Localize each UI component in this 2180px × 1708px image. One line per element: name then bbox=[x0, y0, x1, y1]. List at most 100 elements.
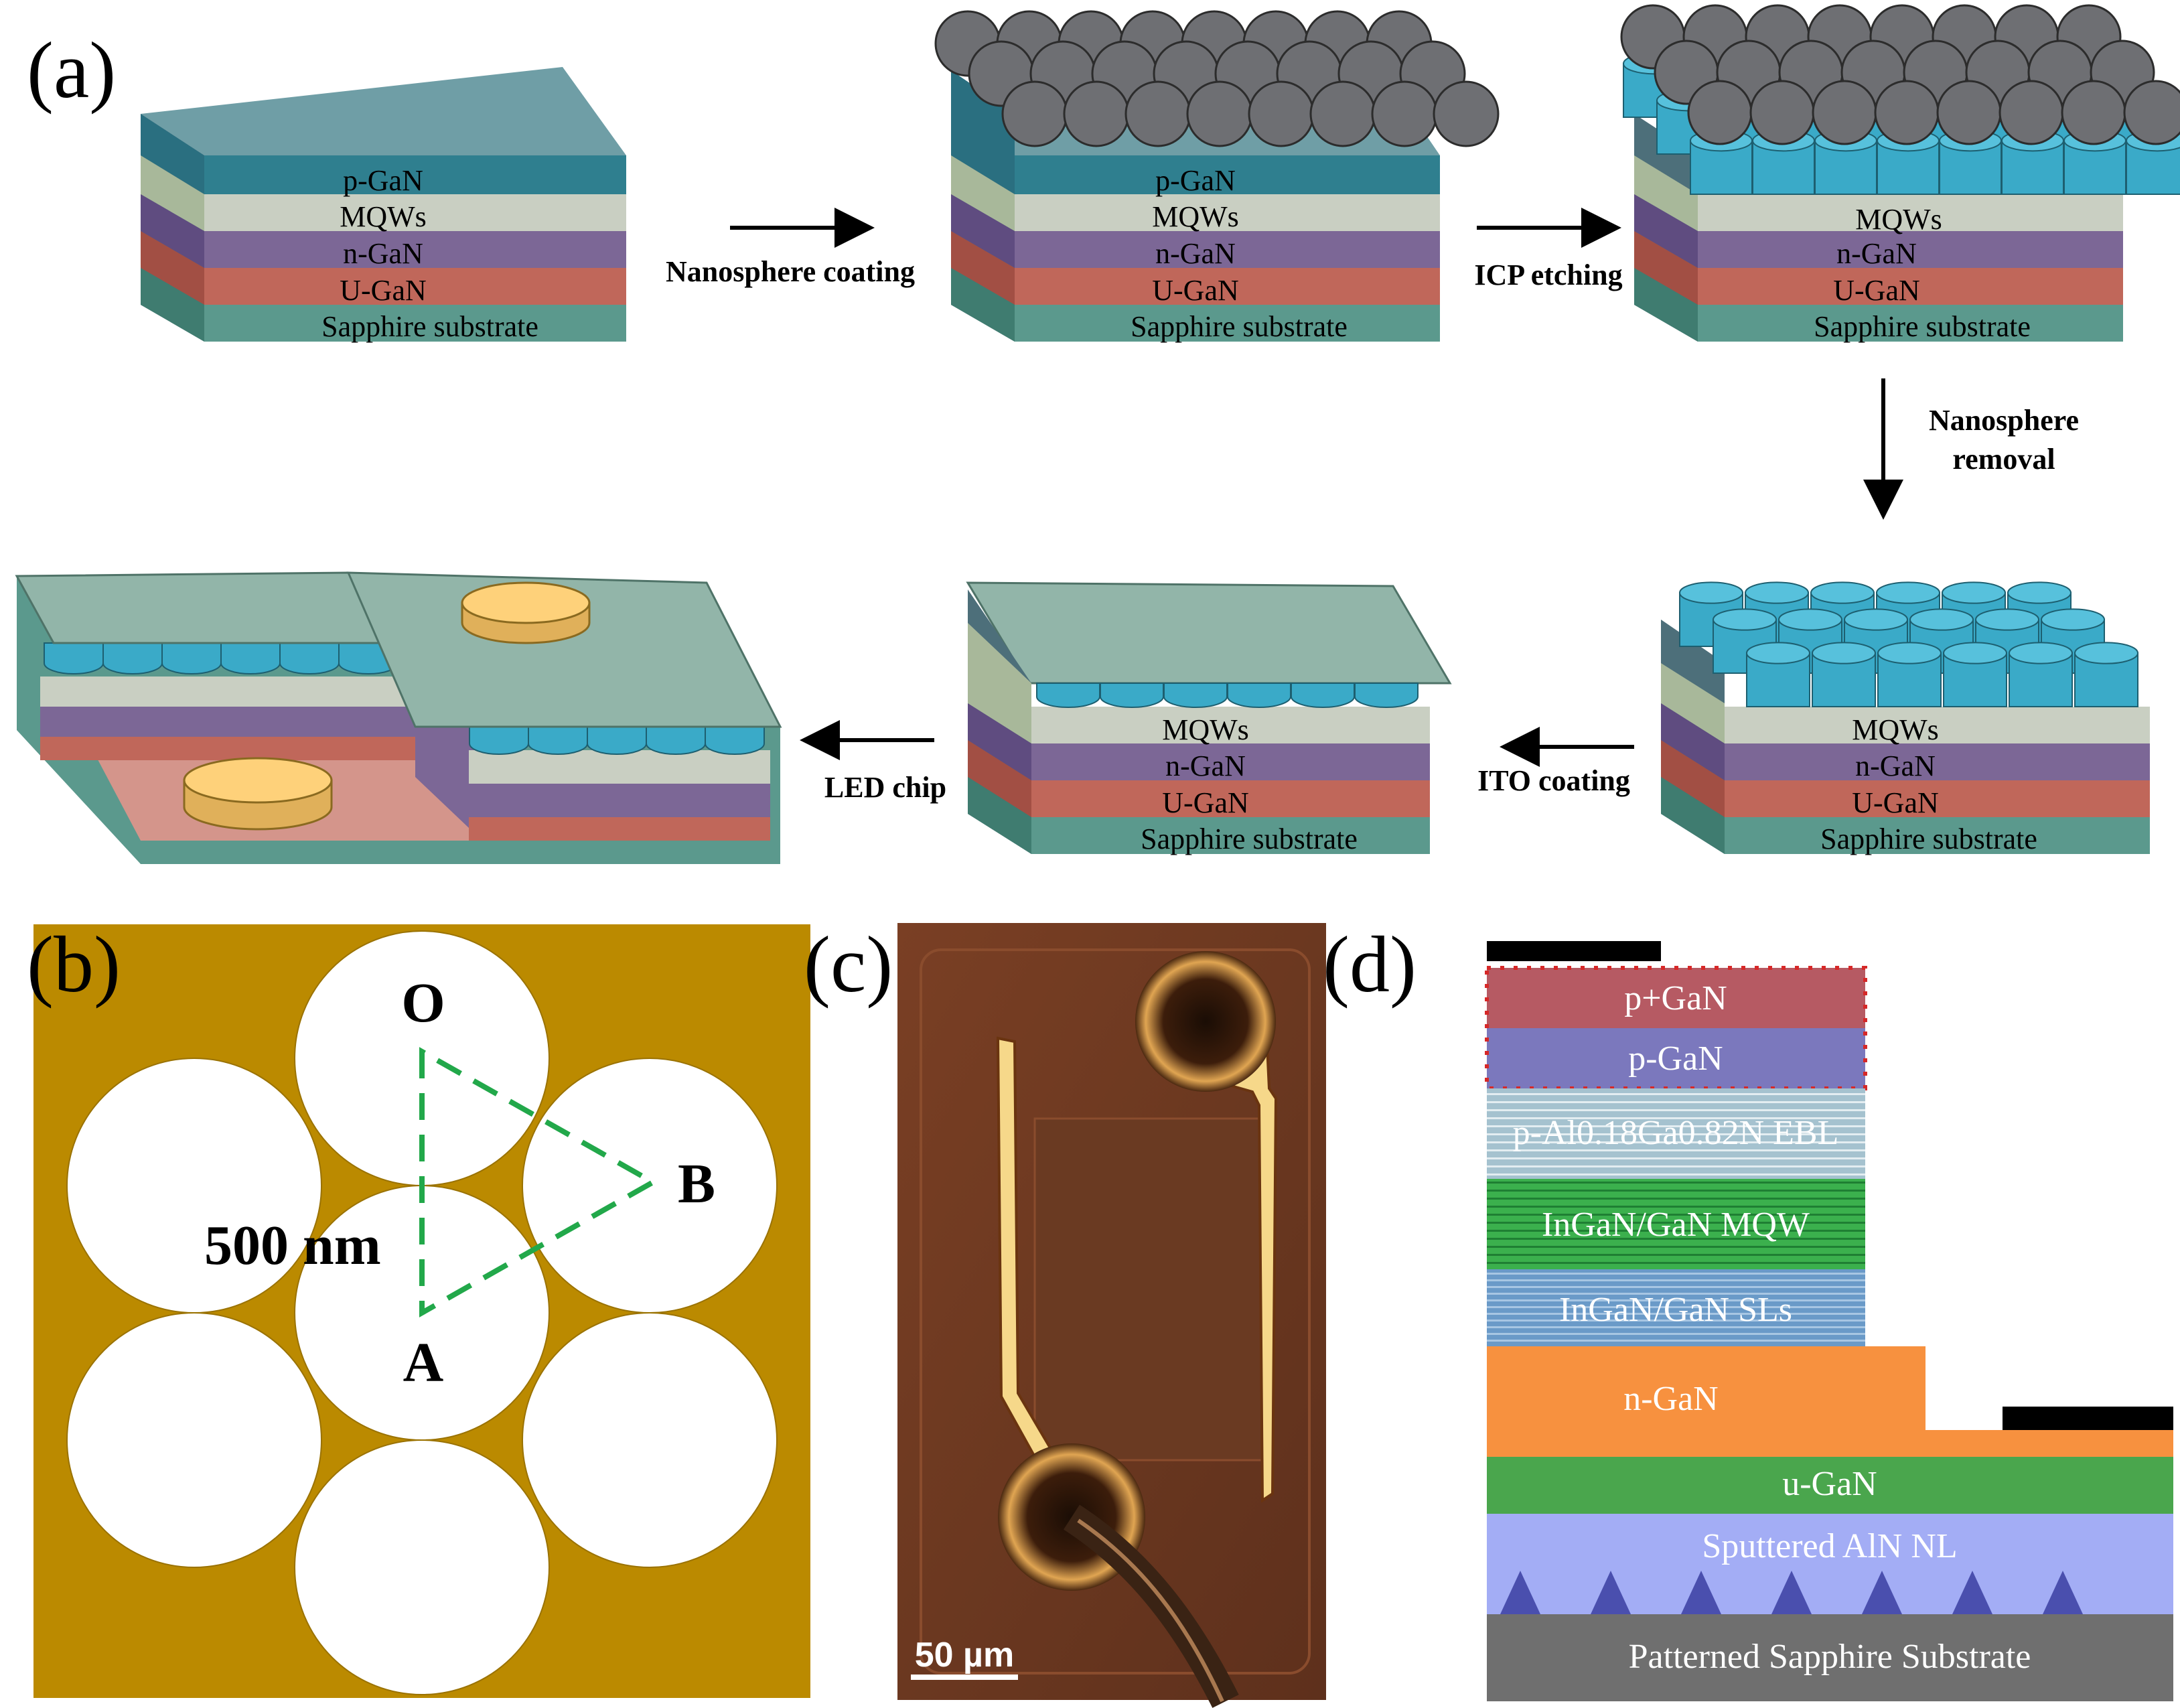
nanosphere bbox=[1309, 80, 1376, 147]
pillar-top bbox=[1942, 581, 2006, 604]
chip-right-pillars bbox=[469, 726, 765, 755]
label-u-gan: u-GaN bbox=[1782, 1465, 1877, 1503]
chip-left-mqw bbox=[40, 677, 415, 707]
step4-layer-sapphire bbox=[1725, 817, 2150, 854]
step5-side-sapphire bbox=[968, 777, 1031, 854]
pss-cone bbox=[1591, 1571, 1631, 1614]
panel-d-label: (d) bbox=[1323, 920, 1416, 1009]
step3-layer-sapphire bbox=[1698, 305, 2123, 342]
step1-layer-sapphire bbox=[204, 305, 626, 342]
arrow3-label-line1: Nanosphere bbox=[1929, 404, 2079, 437]
nanosphere bbox=[1812, 80, 1877, 145]
pillar-top bbox=[1909, 608, 1974, 631]
nanosphere bbox=[1063, 80, 1130, 147]
layer-ebl bbox=[1487, 1088, 1865, 1179]
pss-cone bbox=[1771, 1571, 1812, 1614]
nanosphere bbox=[1124, 80, 1191, 147]
step1-layer-ugan bbox=[204, 268, 626, 305]
arrow3-label-line2: removal bbox=[1952, 443, 2055, 476]
step2-layer-ngan bbox=[1015, 231, 1440, 268]
arrow2-label: ICP etching bbox=[1474, 259, 1622, 291]
step2-layer-ugan bbox=[1015, 268, 1440, 305]
pillar-top bbox=[2007, 581, 2072, 604]
layer-n-gan bbox=[1487, 1346, 2173, 1457]
step2-side-pgan bbox=[951, 70, 1015, 194]
embedded-pillar bbox=[1354, 683, 1419, 708]
embedded-pillar bbox=[1036, 683, 1100, 708]
step5-label-mqw: MQWs bbox=[1162, 713, 1249, 746]
step4-side-ngan bbox=[1661, 703, 1725, 780]
step2-side-sapphire bbox=[951, 268, 1015, 342]
step1-label-pgan: p-GaN bbox=[343, 164, 423, 197]
n-contact bbox=[2003, 1407, 2173, 1430]
layer-u-gan bbox=[1487, 1457, 2173, 1514]
point-a-label: A bbox=[403, 1332, 444, 1394]
pillar-array bbox=[1679, 581, 2138, 707]
step5-layer-sapphire bbox=[1031, 817, 1430, 854]
step5-ito-top bbox=[966, 581, 1452, 685]
step1-side-pgan bbox=[141, 114, 204, 194]
step5-layer-mqw bbox=[1031, 707, 1430, 743]
sphere-bottom bbox=[294, 1439, 550, 1695]
dotted-outline bbox=[1485, 966, 1867, 1090]
step2-label-ugan: U-GaN bbox=[1152, 274, 1239, 307]
panel-c-label: (c) bbox=[804, 920, 893, 1009]
embedded-pillar bbox=[1100, 683, 1164, 708]
arrow1-label: Nanosphere coating bbox=[666, 255, 915, 288]
embedded-pillar bbox=[1291, 683, 1355, 708]
step4-label-ngan: n-GaN bbox=[1855, 750, 1936, 782]
pillar-top bbox=[2041, 608, 2105, 631]
pss-cone bbox=[2043, 1571, 2083, 1614]
pss-cone bbox=[1862, 1571, 1902, 1614]
chip-pillar bbox=[587, 726, 647, 755]
pillar-top bbox=[1810, 581, 1875, 604]
step4-layer-mqw bbox=[1725, 707, 2150, 743]
label-pplus-gan: p+GaN bbox=[1624, 979, 1727, 1017]
step1-layer-mqw bbox=[204, 194, 626, 231]
chip-left-ngan bbox=[40, 707, 415, 737]
layer-p-gan bbox=[1487, 1028, 1865, 1088]
p-contact bbox=[1487, 941, 1661, 961]
step2-label-mqw: MQWs bbox=[1152, 200, 1239, 233]
step2-layer-mqw bbox=[1015, 194, 1440, 231]
arrow4-label: ITO coating bbox=[1477, 764, 1630, 797]
step3-side-sapphire bbox=[1634, 268, 1698, 342]
pillar-top bbox=[1876, 581, 1940, 604]
step1-side-ugan bbox=[141, 231, 204, 305]
pillar-top bbox=[1679, 581, 1743, 604]
chip-left-ugan bbox=[40, 737, 415, 760]
scale-bar-label: 50 µm bbox=[915, 1636, 1014, 1675]
embedded-pillar bbox=[1227, 683, 1291, 708]
point-o-label: O bbox=[401, 972, 445, 1034]
step1-label-mqw: MQWs bbox=[340, 200, 427, 233]
step4-label-ugan: U-GaN bbox=[1852, 786, 1939, 819]
patterned-cones bbox=[1500, 1571, 2083, 1614]
step1-side-mqw bbox=[141, 155, 204, 231]
nanosphere bbox=[1936, 80, 2002, 145]
nanosphere bbox=[2061, 80, 2126, 145]
step1-label-ugan: U-GaN bbox=[340, 274, 427, 307]
chip-pillar bbox=[220, 642, 281, 674]
nanosphere bbox=[1248, 80, 1315, 147]
nanosphere bbox=[1186, 80, 1253, 147]
label-aln-nl: Sputtered AlN NL bbox=[1702, 1527, 1957, 1565]
pillar-top bbox=[1746, 642, 1810, 664]
pillar-top bbox=[2009, 642, 2073, 664]
step1-wafer: p-GaN MQWs n-GaN U-GaN Sapphire substrat… bbox=[141, 67, 626, 343]
step1-label-ngan: n-GaN bbox=[343, 237, 423, 270]
step3-label-ngan: n-GaN bbox=[1836, 237, 1917, 270]
panel-a: (a) p-GaN MQWs n-GaN U-GaN Sapphire subs… bbox=[15, 4, 2180, 864]
nanosphere bbox=[2123, 80, 2180, 145]
step3-side-mqw bbox=[1634, 155, 1698, 231]
step3-layer-mqw bbox=[1698, 194, 2123, 231]
bond-wire-highlight bbox=[1077, 1518, 1224, 1703]
panel-a-label: (a) bbox=[27, 25, 116, 115]
step5-layer-ngan bbox=[1031, 743, 1430, 780]
step4-side-sapphire bbox=[1661, 777, 1725, 854]
nanosphere bbox=[1371, 80, 1438, 147]
label-substrate: Patterned Sapphire Substrate bbox=[1629, 1638, 2031, 1676]
sphere-lower-left bbox=[66, 1312, 322, 1568]
chip-pillar bbox=[528, 726, 588, 755]
scale-bar bbox=[911, 1675, 1018, 1680]
step2-side-ngan bbox=[951, 194, 1015, 268]
